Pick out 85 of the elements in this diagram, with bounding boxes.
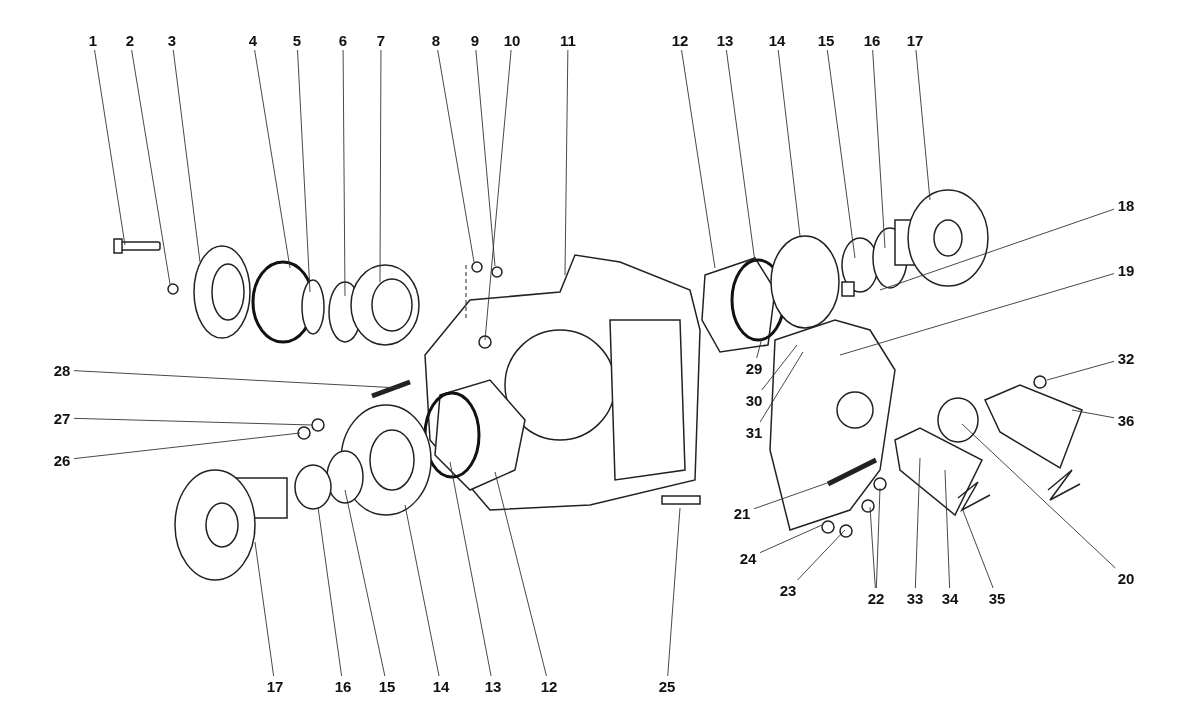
callout-number: 12 (537, 676, 561, 696)
callout-number: 16 (860, 30, 884, 50)
callout-number: 12 (668, 30, 692, 50)
leader-line (73, 370, 401, 389)
callout-number: 33 (903, 588, 927, 608)
leader-line (869, 506, 876, 589)
callout-number: 6 (331, 30, 355, 50)
callout-number: 17 (903, 30, 927, 50)
leader-line (404, 504, 440, 677)
callout-number: 10 (500, 30, 524, 50)
leader-line (449, 461, 492, 677)
leader-line (1046, 360, 1115, 381)
leader-line (777, 49, 801, 237)
leader-line (131, 49, 171, 285)
leader-line (475, 49, 496, 267)
leader-line (961, 507, 994, 589)
callout-number: 13 (713, 30, 737, 50)
callout-number: 30 (742, 390, 766, 410)
callout-number: 21 (730, 503, 754, 523)
leader-line (73, 432, 301, 460)
callout-number: 34 (938, 588, 962, 608)
leader-line (756, 337, 763, 359)
leader-line (297, 49, 311, 293)
leader-line (494, 471, 547, 677)
callout-number: 18 (1114, 195, 1138, 215)
callout-number: 17 (263, 676, 287, 696)
leader-line (1071, 409, 1115, 419)
leader-line (254, 49, 291, 269)
callout-number: 24 (736, 548, 760, 568)
callout-number: 19 (1114, 260, 1138, 280)
callout-number: 31 (742, 422, 766, 442)
leader-line (944, 469, 951, 589)
leader-line (437, 49, 475, 263)
leader-line (839, 273, 1115, 356)
leader-line (564, 49, 569, 276)
callout-number: 7 (369, 30, 393, 50)
leader-line (759, 524, 823, 554)
callout-number: 29 (742, 358, 766, 378)
callout-number: 8 (424, 30, 448, 50)
leader-line (914, 457, 921, 589)
leader-line (667, 507, 681, 677)
callout-number: 15 (375, 676, 399, 696)
callout-number: 14 (429, 676, 453, 696)
callout-number: 11 (556, 30, 580, 50)
callout-number: 32 (1114, 348, 1138, 368)
callout-number: 9 (463, 30, 487, 50)
leader-line (875, 487, 881, 589)
leader-line (759, 351, 804, 423)
leader-line (915, 49, 931, 201)
leader-line (826, 49, 856, 259)
callout-number: 25 (655, 676, 679, 696)
leader-line (172, 49, 201, 263)
callout-number: 5 (285, 30, 309, 50)
callout-number: 3 (160, 30, 184, 50)
leader-line (879, 208, 1115, 291)
leader-line (725, 49, 756, 263)
callout-number: 16 (331, 676, 355, 696)
leader-line (753, 481, 831, 510)
leader-line (797, 529, 846, 581)
callout-number: 28 (50, 360, 74, 380)
callout-number: 14 (765, 30, 789, 50)
callout-number: 20 (1114, 568, 1138, 588)
callout-number: 26 (50, 450, 74, 470)
callout-number: 27 (50, 408, 74, 428)
leader-line (484, 49, 512, 341)
callout-number: 23 (776, 580, 800, 600)
leader-line (254, 541, 275, 677)
leader-line (342, 49, 346, 297)
leader-line (379, 49, 382, 283)
callout-number: 22 (864, 588, 888, 608)
callout-number: 35 (985, 588, 1009, 608)
callout-number: 1 (81, 30, 105, 50)
leader-line (761, 344, 798, 391)
callout-number: 36 (1114, 410, 1138, 430)
leader-line (872, 49, 886, 249)
callout-number: 15 (814, 30, 838, 50)
leader-line (317, 506, 343, 677)
leader-line (73, 417, 313, 426)
callout-number: 13 (481, 676, 505, 696)
callout-number: 4 (241, 30, 265, 50)
leader-line (681, 49, 716, 269)
leader-line (961, 423, 1116, 569)
leader-line (94, 49, 126, 246)
leader-line (344, 489, 386, 677)
callout-number: 2 (118, 30, 142, 50)
